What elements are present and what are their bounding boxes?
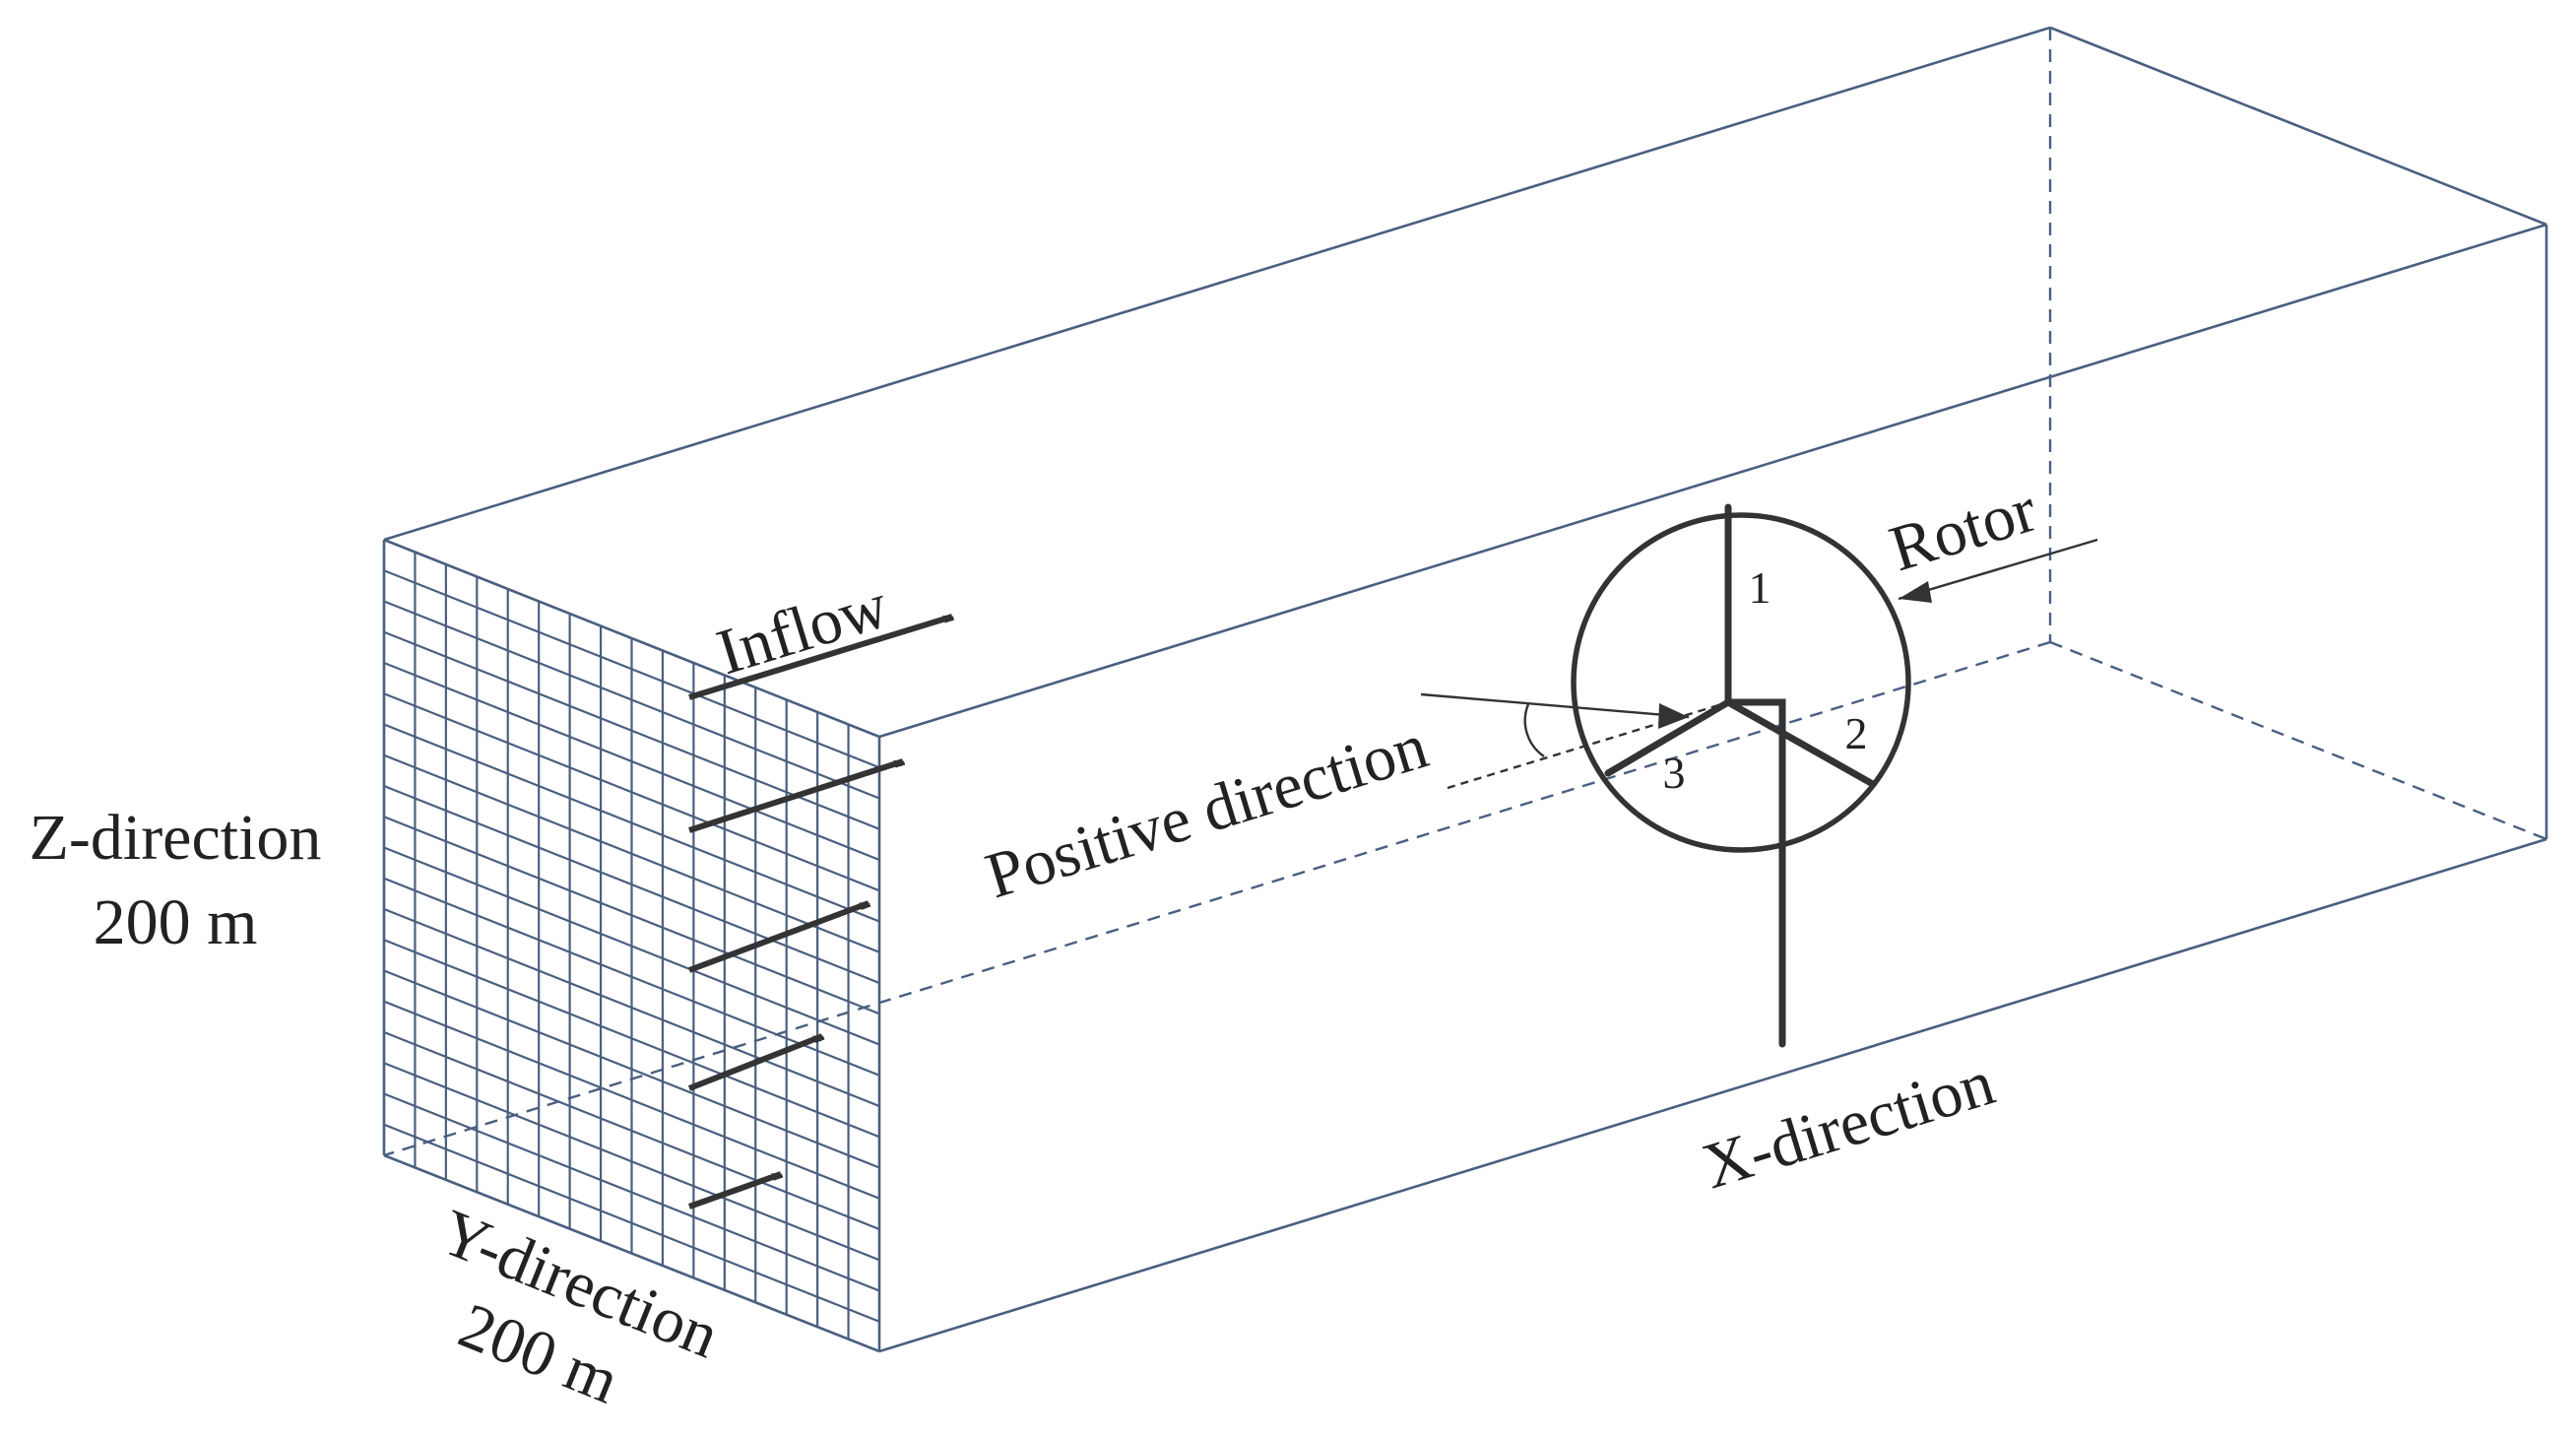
z-direction-label: Z-direction bbox=[30, 802, 322, 874]
blade-3 bbox=[1604, 698, 1732, 777]
grid-horizontal-line bbox=[383, 907, 880, 1108]
grid-horizontal-line bbox=[383, 723, 880, 923]
inflow-arrow bbox=[687, 1033, 822, 1091]
domain-box-edges bbox=[382, 26, 2548, 1353]
positive-direction-label: Positive direction bbox=[978, 710, 1436, 912]
blade-3-label: 3 bbox=[1663, 748, 1686, 798]
grid-horizontal-line bbox=[383, 1092, 880, 1292]
inflow-arrow bbox=[687, 900, 869, 973]
grid-horizontal-line bbox=[383, 816, 880, 1015]
grid-horizontal-line bbox=[383, 569, 880, 769]
grid-horizontal-line bbox=[383, 1030, 880, 1231]
inflow-arrow bbox=[688, 614, 952, 700]
inflow-arrows bbox=[687, 614, 952, 1210]
grid-horizontal-line bbox=[383, 600, 880, 800]
grid-horizontal-line bbox=[383, 784, 880, 985]
grid-horizontal-line bbox=[383, 661, 880, 862]
grid-horizontal-line bbox=[383, 846, 880, 1046]
inflow-label: Inflow bbox=[709, 569, 896, 688]
positive-direction-pointer bbox=[1420, 692, 1690, 719]
blade-2 bbox=[1724, 698, 1875, 787]
z-size-label: 200 m bbox=[94, 886, 258, 958]
rotor-disk bbox=[1571, 512, 1911, 853]
rotor-pointer-arrowhead bbox=[1899, 581, 1932, 603]
positive-direction-arrowhead bbox=[1658, 703, 1689, 729]
rotor-label: Rotor bbox=[1882, 474, 2044, 586]
domain-hidden-edges bbox=[383, 28, 2547, 1157]
grid-horizontal-line bbox=[383, 753, 880, 953]
x-direction-label: X-direction bbox=[1695, 1047, 2002, 1204]
inflow-arrow bbox=[687, 1171, 781, 1210]
grid-horizontal-line bbox=[383, 1000, 880, 1200]
grid-horizontal-line bbox=[383, 1123, 880, 1323]
reference-dashed-line bbox=[1447, 700, 1729, 790]
grid-horizontal-line bbox=[383, 692, 880, 892]
rotor-pointer bbox=[1898, 538, 2098, 601]
inflow-arrow bbox=[688, 758, 903, 833]
grid-horizontal-line bbox=[383, 1062, 880, 1262]
grid-horizontal-line bbox=[383, 877, 880, 1077]
grid-horizontal-line bbox=[383, 939, 880, 1139]
tower bbox=[1724, 698, 1786, 1048]
positive-direction-indicator bbox=[1420, 692, 1729, 790]
blade-1-label: 1 bbox=[1749, 562, 1771, 613]
inlet-mesh-grid bbox=[383, 552, 880, 1341]
grid-horizontal-line bbox=[383, 969, 880, 1169]
angle-arc bbox=[1523, 703, 1545, 757]
wind-turbine: 1 2 3 bbox=[1571, 503, 1911, 1048]
blade-2-label: 2 bbox=[1845, 708, 1868, 758]
